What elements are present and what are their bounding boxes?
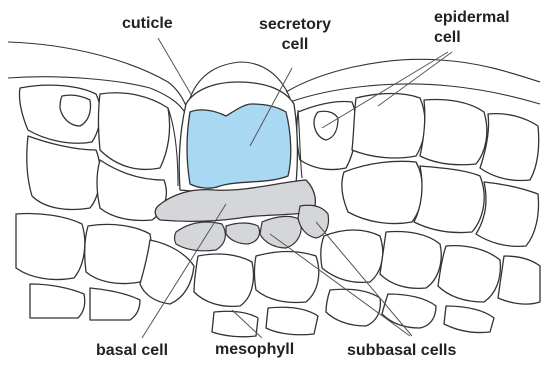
label-basal-cell: basal cell <box>96 341 168 361</box>
epidermal-cell <box>27 136 100 210</box>
label-secretory-line2: cell <box>253 35 337 55</box>
secretory-cell <box>187 104 291 188</box>
epidermal-cell <box>480 114 539 181</box>
cuticle-outer-line-right <box>286 59 540 92</box>
epidermal-cell <box>476 182 539 246</box>
epidermal-cell <box>414 166 484 233</box>
mesophyll-cell <box>255 252 319 303</box>
mesophyll-cell <box>438 246 500 302</box>
label-epidermal-line1: epidermal <box>434 8 510 28</box>
label-mesophyll: mesophyll <box>215 340 294 360</box>
cuticle-leader <box>158 38 192 96</box>
mesophyll-cell <box>266 307 318 334</box>
epidermal-cell <box>342 161 422 223</box>
label-cuticle: cuticle <box>122 14 173 34</box>
subbasal-cell <box>298 205 329 238</box>
label-subbasal-cells: subbasal cells <box>347 341 456 361</box>
mesophyll-cell <box>85 224 152 283</box>
mesophyll-cell <box>498 256 540 304</box>
mesophyll-cell <box>90 288 140 320</box>
mesophyll-cell <box>30 284 85 318</box>
label-epidermal-cell: epidermal cell <box>434 8 510 48</box>
mesophyll-cell <box>380 232 441 289</box>
mesophyll-cell <box>382 294 436 328</box>
subbasal-cell <box>226 223 260 244</box>
mesophyll-cell <box>194 254 254 306</box>
epidermal-cell <box>99 93 170 170</box>
subbasal-cell <box>260 216 301 248</box>
label-secretory-line1: secretory <box>253 15 337 35</box>
epidermal-cell <box>420 100 487 165</box>
label-secretory-cell: secretory cell <box>253 15 337 55</box>
mesophyll-cell <box>212 311 258 337</box>
mesophyll-cell <box>444 306 494 333</box>
mesophyll-cell <box>140 240 194 304</box>
label-epidermal-line2: cell <box>434 28 510 48</box>
mesophyll-cell <box>16 213 85 279</box>
